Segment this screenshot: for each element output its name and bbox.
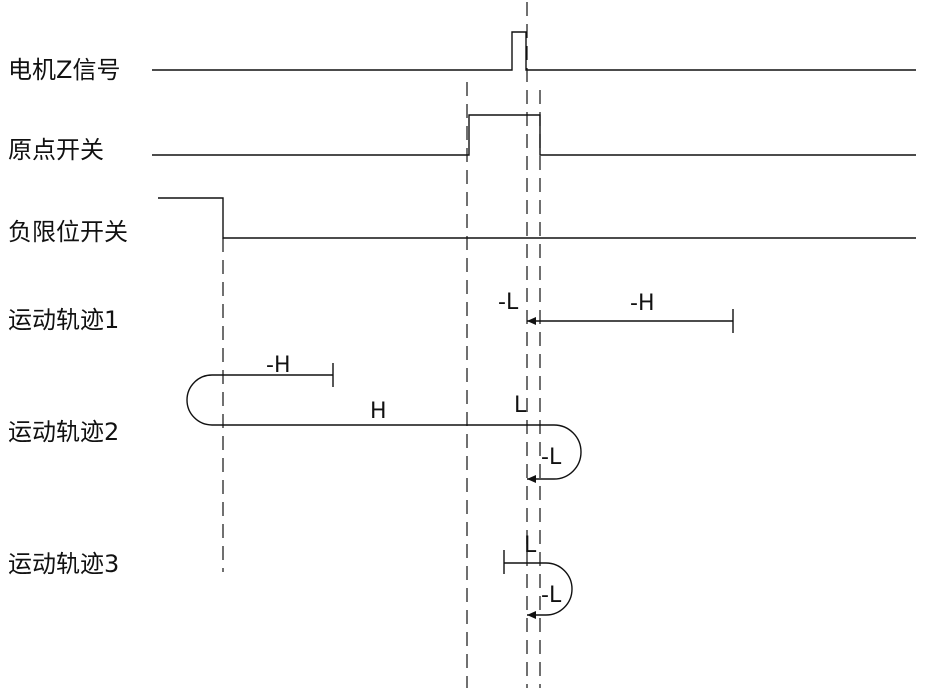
signal-label-home-switch: 原点开关	[8, 136, 104, 164]
traj2-label-fast-reverse: -H	[266, 353, 290, 378]
traj2-return-loop	[527, 424, 582, 480]
trajectory-label-1: 运动轨迹1	[8, 306, 119, 334]
traj1-arrowhead	[527, 317, 536, 325]
traj3-label-slow-reverse: -L	[541, 583, 562, 608]
traj2-label-slow-reverse: -L	[541, 445, 562, 470]
traj2-label-slow-forward: L	[514, 393, 527, 418]
trajectory-label-2: 运动轨迹2	[8, 418, 119, 446]
traj2-reversal-loop	[186, 374, 540, 426]
signal-label-negative-limit: 负限位开关	[8, 218, 128, 246]
traj2-arrowhead	[527, 475, 536, 483]
traj1-label-slow-reverse: -L	[498, 290, 519, 315]
trajectory-label-3: 运动轨迹3	[8, 550, 119, 578]
traj3-label-slow-forward: L	[524, 533, 537, 558]
signal-label-motor-z: 电机Z信号	[8, 56, 120, 84]
traj3-path-loop	[504, 562, 573, 616]
traj2-label-fast-forward: H	[370, 399, 387, 424]
motor-z-waveform	[152, 31, 916, 71]
negative-limit-waveform	[158, 197, 916, 239]
traj3-arrowhead	[527, 611, 536, 619]
home-switch-waveform	[152, 114, 916, 156]
traj1-label-fast-reverse: -H	[630, 291, 654, 316]
